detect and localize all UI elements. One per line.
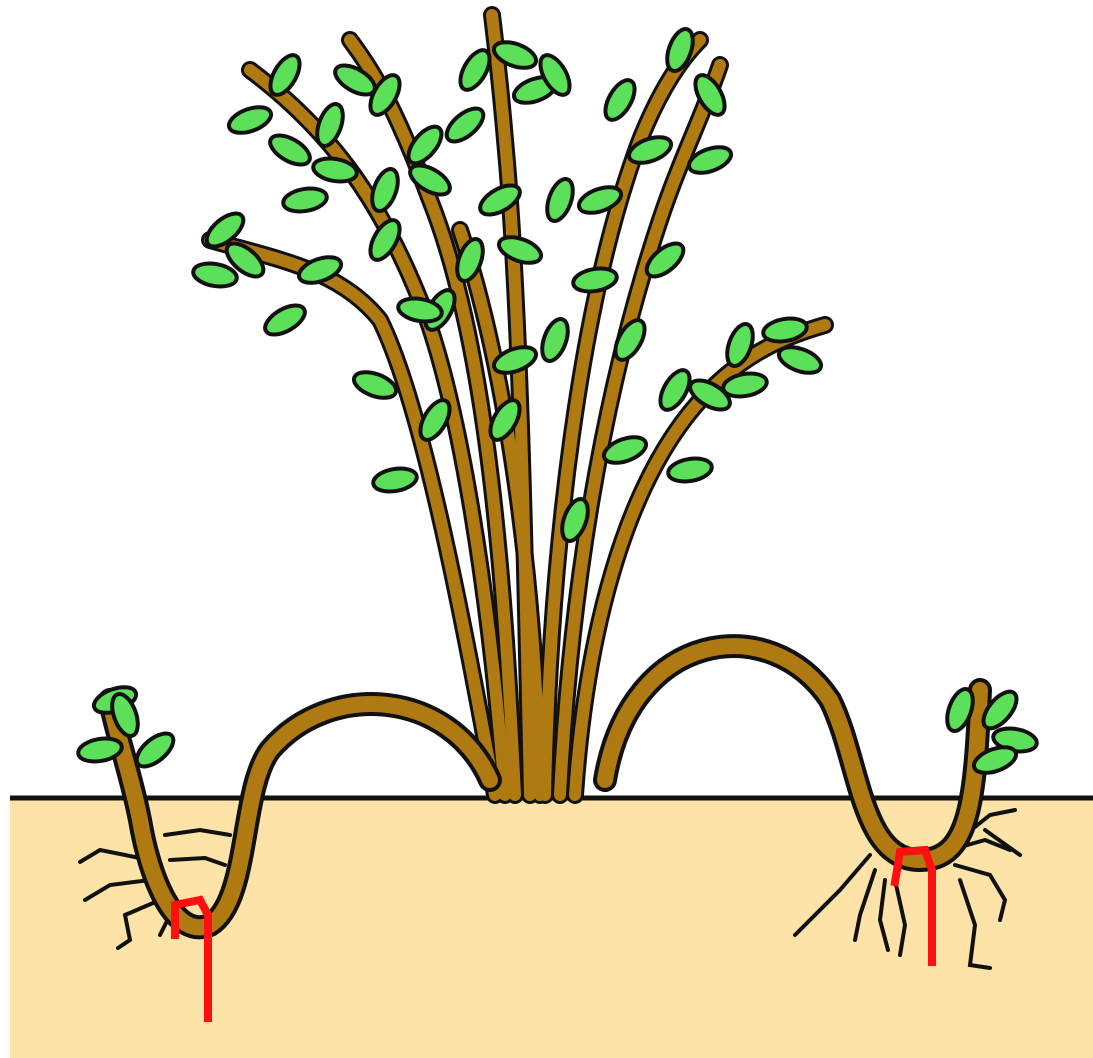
leaf (662, 26, 698, 75)
leaf (260, 299, 309, 340)
leaf (542, 176, 578, 225)
leaf (264, 50, 305, 99)
leaf (312, 101, 348, 150)
leaf (131, 727, 179, 772)
leaf (441, 102, 489, 147)
leaf (537, 316, 573, 365)
leaf (599, 75, 640, 124)
leaf (281, 185, 328, 214)
leaf (371, 465, 418, 494)
leaf (666, 455, 713, 484)
leaf (609, 315, 650, 364)
leaf (226, 102, 275, 138)
leaf (776, 342, 825, 378)
leaf (367, 166, 403, 215)
leaf (496, 232, 545, 268)
leaf (571, 265, 618, 294)
leaf (405, 159, 454, 200)
leaf (265, 129, 314, 170)
leaf (454, 45, 495, 94)
